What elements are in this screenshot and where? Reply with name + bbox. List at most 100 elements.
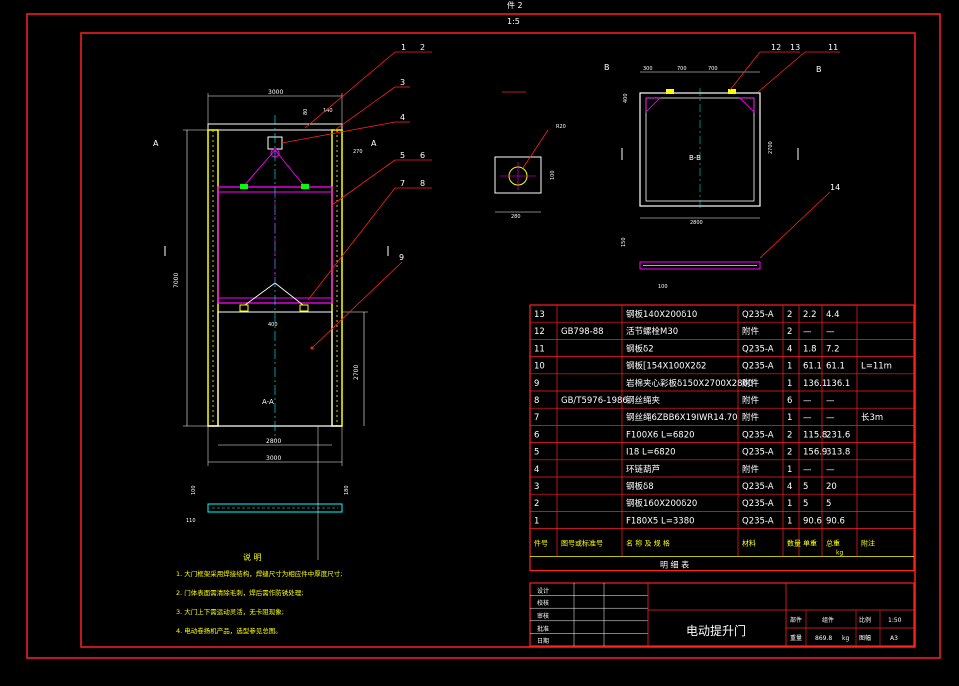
parts-cell-qty: 2 (787, 310, 792, 320)
parts-cell-no: 12 (534, 327, 545, 337)
dim-height-total: 7000 (173, 273, 180, 288)
parts-cell-name: 钢丝绳6ZBB6X19IWR14.70 (626, 412, 738, 423)
detail-plate: R20 280 100 (494, 91, 566, 220)
callout-8: 8 (420, 179, 425, 188)
detail-plate-rect (494, 156, 542, 194)
note-2: 2. 门体表面需清除毛刺，焊后需作防锈处理; (176, 588, 303, 597)
bottom-dim-110: 110 (186, 518, 196, 524)
parts-cell-no: 7 (534, 413, 539, 423)
channel-profile (639, 261, 761, 270)
parts-cell-qty: 1 (787, 362, 792, 372)
parts-header-kg: kg (836, 550, 843, 557)
detail-280: 280 (511, 214, 521, 220)
detail-100: 100 (550, 170, 556, 180)
callout-7: 7 (400, 179, 405, 188)
leader-4 (281, 121, 396, 144)
dim-80: 80 (303, 109, 309, 115)
parts-cell-mat: Q235-A (742, 362, 774, 372)
parts-cell-qty: 4 (787, 344, 792, 354)
parts-cell-no: 1 (534, 516, 539, 526)
parts-cell-total: 136.1 (826, 379, 850, 389)
notes-heading: 说 明 (243, 552, 262, 562)
drawing-title: 电动提升门 (686, 623, 746, 638)
callout-11: 11 (828, 43, 838, 52)
parts-cell-unit: — (803, 413, 812, 423)
parts-cell-mat: Q235-A (742, 499, 774, 509)
parts-cell-mat: 附件 (742, 412, 760, 423)
tb-weight-label: 重量 (790, 634, 802, 642)
tb-part-value: 组件 (822, 616, 834, 624)
small-dim-100: 100 (658, 284, 668, 290)
title-block-frame (529, 582, 915, 647)
parts-header-no: 件号 (534, 539, 548, 548)
parts-cell-name: F100X6 L=6820 (626, 430, 695, 440)
parts-cell-total: 20 (826, 482, 837, 492)
parts-cell-mat: Q235-A (742, 430, 774, 440)
parts-cell-qty: 2 (787, 448, 792, 458)
leader-3 (334, 86, 396, 131)
parts-cell-unit: 61.1 (803, 362, 822, 372)
tb-scale-value: 1:50 (888, 617, 902, 624)
parts-cell-qty: 4 (787, 482, 792, 492)
callout-4: 4 (400, 113, 405, 122)
parts-cell-qty: 6 (787, 396, 792, 406)
parts-cell-name: 活节螺栓M30 (626, 326, 678, 337)
tb-design: 设计 (537, 587, 549, 595)
parts-cell-no: 2 (534, 499, 539, 509)
parts-cell-qty: 1 (787, 516, 792, 526)
callout-3: 3 (400, 78, 405, 87)
parts-cell-total: 4.4 (826, 310, 840, 320)
section-b-right: B (816, 65, 822, 74)
tb-weight-unit: kg (842, 635, 849, 642)
parts-cell-name: 环链葫芦 (626, 464, 660, 475)
front-view: 3000 80 140 270 400 7000 2700 2800 3000 … (153, 43, 432, 560)
bb-lug-2 (728, 89, 736, 94)
parts-cell-mat: Q235-A (742, 344, 774, 354)
parts-cell-std: GB/T5976-1986 (561, 396, 628, 406)
bottom-dim-100: 100 (191, 485, 197, 495)
detail-r20: R20 (556, 124, 566, 130)
dim-rod: 400 (268, 322, 278, 328)
parts-cell-name: F180X5 L=3380 (626, 516, 695, 526)
callout-2: 2 (420, 43, 425, 52)
parts-header-qty: 数量 (787, 539, 801, 548)
parts-header-total: 总重 (826, 539, 840, 548)
leader-7-8 (307, 187, 396, 301)
parts-cell-qty: 1 (787, 379, 792, 389)
parts-cell-total: 7.2 (826, 344, 840, 354)
bb-corner-left (645, 97, 661, 113)
section-a-left: A (153, 139, 159, 148)
parts-cell-unit: 5 (803, 499, 808, 509)
section-bb: B-B (689, 154, 701, 162)
tb-date: 日期 (537, 637, 549, 645)
parts-cell-qty: 2 (787, 430, 792, 440)
leader-9-dot (310, 346, 314, 350)
parts-cell-no: 3 (534, 482, 539, 492)
parts-cell-name: 钢板140X200δ10 (626, 309, 697, 320)
parts-cell-mat: 附件 (742, 326, 760, 337)
callout-14: 14 (830, 183, 840, 192)
parts-cell-mat: Q235-A (742, 482, 774, 492)
parts-cell-unit: 2.2 (803, 310, 817, 320)
parts-cell-no: 8 (534, 396, 539, 406)
parts-cell-no: 9 (534, 379, 539, 389)
inner-frame (80, 32, 916, 648)
detail-leader (522, 129, 549, 169)
parts-cell-mat: Q235-A (742, 310, 774, 320)
parts-cell-qty: 1 (787, 413, 792, 423)
parts-header-unit: 单重 (803, 539, 817, 548)
parts-cell-std: GB798-88 (561, 327, 604, 337)
leader-9 (311, 261, 403, 349)
parts-cell-no: 4 (534, 465, 539, 475)
parts-cell-name: 钢板δ8 (626, 481, 654, 492)
bb-dim-400: 400 (623, 93, 629, 103)
parts-cell-no: 10 (534, 362, 545, 372)
small-dim-150: 150 (621, 237, 627, 247)
sling-left (244, 282, 276, 306)
dim-270: 270 (353, 149, 363, 155)
parts-cell-unit: — (803, 327, 812, 337)
dim-140: 140 (323, 108, 333, 114)
parts-cell-total: — (826, 327, 835, 337)
parts-cell-name: 钢丝绳夹 (626, 395, 661, 406)
